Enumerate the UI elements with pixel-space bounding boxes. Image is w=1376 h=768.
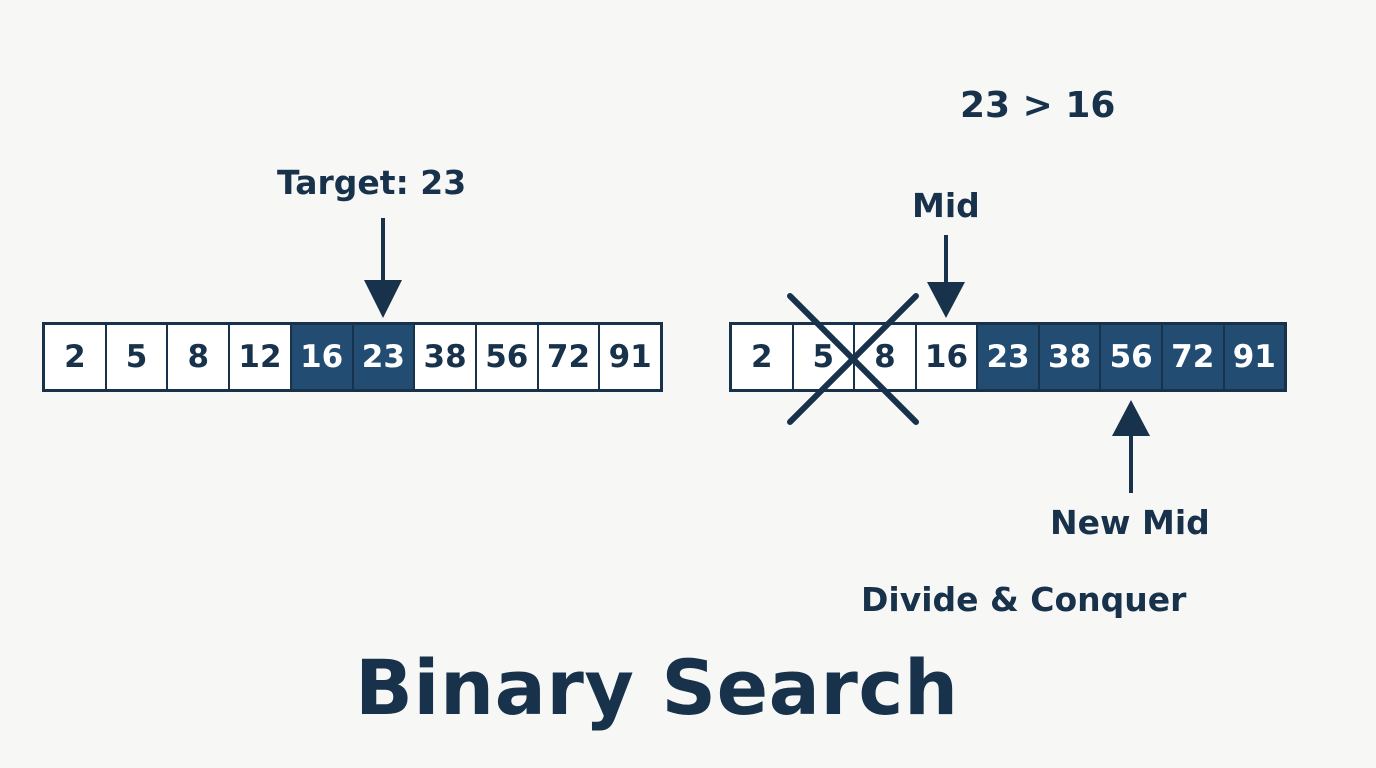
array-cell: 2 [45,325,105,389]
page-title: Binary Search [355,643,959,732]
array-cell: 91 [1224,325,1285,389]
comparison-label: 23 > 16 [960,85,1116,126]
mid-arrow-icon [927,235,965,318]
array-cell: 23 [978,325,1038,389]
array-cell: 8 [855,325,915,389]
array-cell: 2 [732,325,792,389]
array-cell: 56 [476,325,537,389]
array-cell: 16 [916,325,977,389]
target-arrow-icon [364,218,402,318]
array-cell: 38 [1039,325,1100,389]
divide-conquer-label: Divide & Conquer [861,580,1187,619]
new-mid-arrow-icon [1112,400,1150,493]
array-cell: 23 [353,325,414,389]
target-label: Target: 23 [277,163,467,202]
array-cell: 8 [168,325,229,389]
array-cell: 16 [291,325,352,389]
array-cell: 12 [230,325,290,389]
array-cell: 72 [1162,325,1223,389]
array-cell: 72 [538,325,599,389]
array-cell: 56 [1101,325,1161,389]
mid-label: Mid [912,186,980,225]
array-cell: 91 [600,325,661,389]
array-cell: 5 [106,325,167,389]
array-cell: 5 [793,325,854,389]
array-cell: 38 [415,325,475,389]
new-mid-label: New Mid [1050,503,1210,542]
